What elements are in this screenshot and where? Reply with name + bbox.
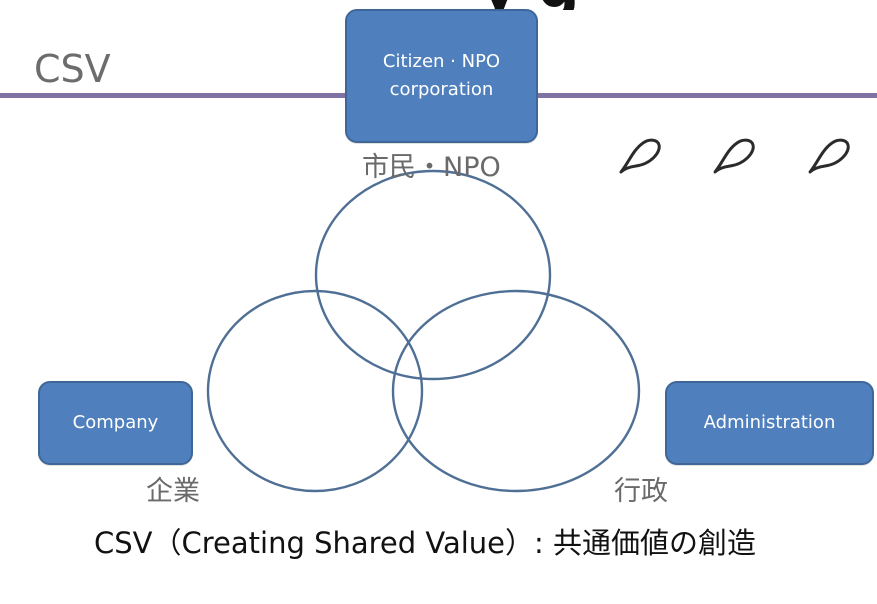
company-box: Company — [38, 381, 193, 465]
csv-caption: CSV（Creating Shared Value）: 共通価値の創造 — [94, 526, 757, 560]
slide-title: CSV — [34, 47, 111, 91]
leaf-icon — [808, 138, 850, 174]
venn-circle-administration — [391, 289, 641, 493]
venn-circle-company — [206, 289, 424, 493]
company-label-jp: 企業 — [146, 476, 200, 507]
top-title-fragment: y g — [480, 0, 800, 10]
citizen-npo-label-jp: 市民・NPO — [362, 152, 501, 183]
leaf-icon — [619, 138, 661, 174]
citizen-npo-box: Citizen · NPO corporation — [345, 9, 538, 143]
administration-box-label: Administration — [703, 412, 836, 433]
administration-box: Administration — [665, 381, 874, 465]
venn-circle-citizen — [314, 169, 552, 381]
administration-label-jp: 行政 — [614, 476, 668, 507]
company-box-label: Company — [72, 412, 159, 433]
top-title-fragment-text: y g — [480, 0, 580, 10]
citizen-npo-box-label: Citizen · NPO corporation — [382, 51, 501, 100]
leaf-icon — [713, 138, 755, 174]
